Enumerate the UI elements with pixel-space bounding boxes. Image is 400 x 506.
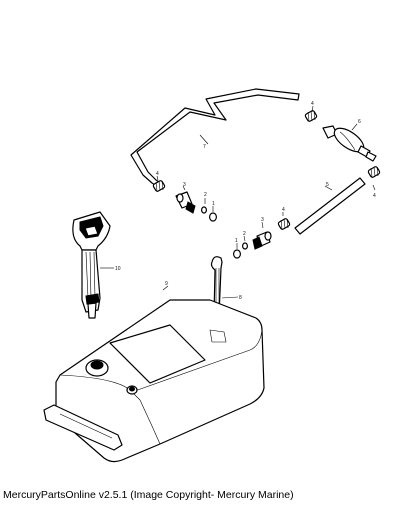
callout-4-top: 4 <box>311 101 314 107</box>
callout-3-right: 3 <box>261 217 264 223</box>
callout-6: 6 <box>358 119 361 125</box>
fuel-system-exploded-diagram: 7 4 6 5 4 4 3 2 1 3 4 2 1 8 10 9 <box>43 88 381 463</box>
callout-8: 8 <box>239 295 242 301</box>
primer-bulb-6[interactable] <box>322 124 377 162</box>
callout-4-mid: 4 <box>282 207 285 213</box>
tank-pickup-10[interactable] <box>72 211 111 319</box>
leader-lines <box>100 105 376 299</box>
hose-clamp-4-right[interactable] <box>367 166 381 178</box>
copyright-caption: MercuryPartsOnline v2.5.1 (Image Copyrig… <box>3 489 294 501</box>
callout-2-right: 2 <box>243 231 246 237</box>
callout-7: 7 <box>203 144 206 150</box>
fuel-connector-3-right[interactable] <box>252 231 272 250</box>
hose-clamp-4-top[interactable] <box>304 110 318 122</box>
fuel-connector-3-left[interactable] <box>175 191 196 214</box>
o-ring-1-left[interactable] <box>209 212 218 222</box>
hose-clamp-4-mid[interactable] <box>277 218 291 230</box>
o-ring-1-right[interactable] <box>233 249 242 259</box>
fuel-tank-9[interactable] <box>43 299 265 463</box>
callout-4-left: 4 <box>156 171 159 177</box>
callout-5: 5 <box>326 182 329 188</box>
washer-2-left[interactable] <box>201 206 208 214</box>
callout-10: 10 <box>115 266 121 272</box>
callout-3-left: 3 <box>183 182 186 188</box>
callout-labels: 7 4 6 5 4 4 3 2 1 3 4 2 1 8 10 9 <box>115 101 376 301</box>
fuel-hose-5[interactable] <box>294 177 366 235</box>
hose-clamp-4-left[interactable] <box>152 180 166 192</box>
callout-1-left: 1 <box>212 201 215 207</box>
callout-4-right: 4 <box>373 193 376 199</box>
callout-1-right: 1 <box>235 238 238 244</box>
callout-2-left: 2 <box>204 192 207 198</box>
washer-2-right[interactable] <box>242 242 249 250</box>
callout-9: 9 <box>165 281 168 287</box>
